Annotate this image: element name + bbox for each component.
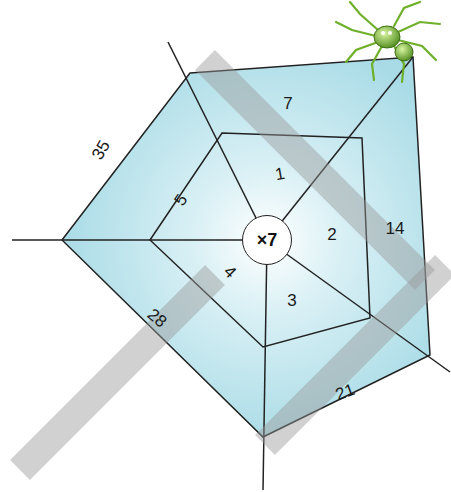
web-number: 35 xyxy=(89,138,113,163)
multiplier-circle: ×7 xyxy=(242,215,292,265)
multiplier-text: ×7 xyxy=(257,230,278,251)
web-number: 2 xyxy=(327,226,336,243)
web-number: 3 xyxy=(287,292,296,309)
spider xyxy=(336,2,440,82)
web-number: 14 xyxy=(386,220,405,237)
web-number: 7 xyxy=(283,95,292,112)
